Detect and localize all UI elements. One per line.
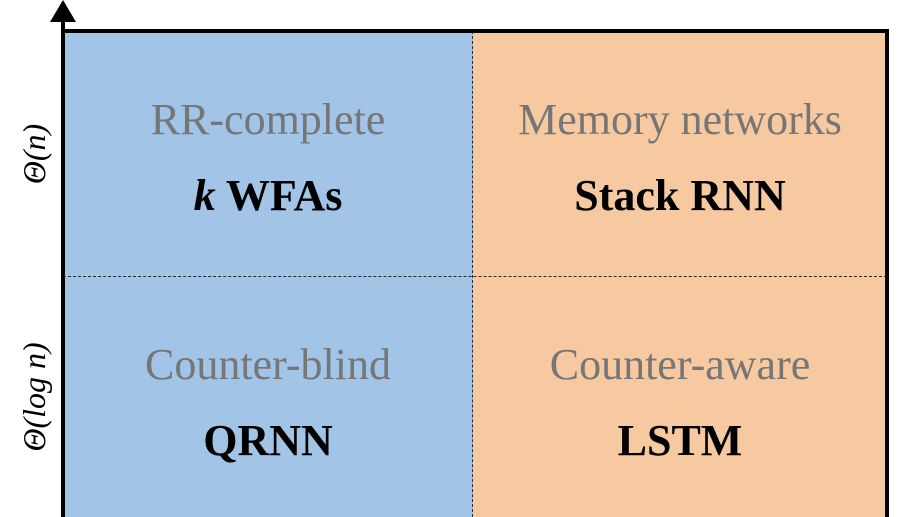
class-label-counter-blind: Counter-blind xyxy=(145,340,391,389)
model-variable-k: k xyxy=(193,171,216,220)
y-axis-arrowhead xyxy=(50,0,76,22)
quadrant-counter-blind: Counter-blind QRNN xyxy=(63,277,473,517)
quadrant-counter-aware: Counter-aware LSTM xyxy=(473,277,887,517)
vertical-divider xyxy=(472,31,473,517)
class-label-rr-complete: RR-complete xyxy=(150,95,386,144)
model-label-wfas: WFAs xyxy=(215,171,343,220)
right-border xyxy=(885,29,889,517)
y-axis-label-theta-log-n: Θ(log n) xyxy=(16,342,52,452)
model-label-lstm: LSTM xyxy=(617,416,743,465)
horizontal-divider xyxy=(63,276,887,277)
model-label-stack-rnn: Stack RNN xyxy=(574,171,786,220)
y-axis-label-theta-n: Θ(n) xyxy=(16,123,52,185)
class-label-counter-aware: Counter-aware xyxy=(549,340,811,389)
model-label-qrnn: QRNN xyxy=(203,416,333,465)
top-border xyxy=(61,29,889,33)
quadrant-rr-complete: RR-complete k WFAs xyxy=(63,31,473,277)
quadrant-memory-networks: Memory networks Stack RNN xyxy=(473,31,887,277)
model-label-k-wfas: k WFAs xyxy=(63,174,473,218)
class-label-memory-networks: Memory networks xyxy=(518,95,842,144)
